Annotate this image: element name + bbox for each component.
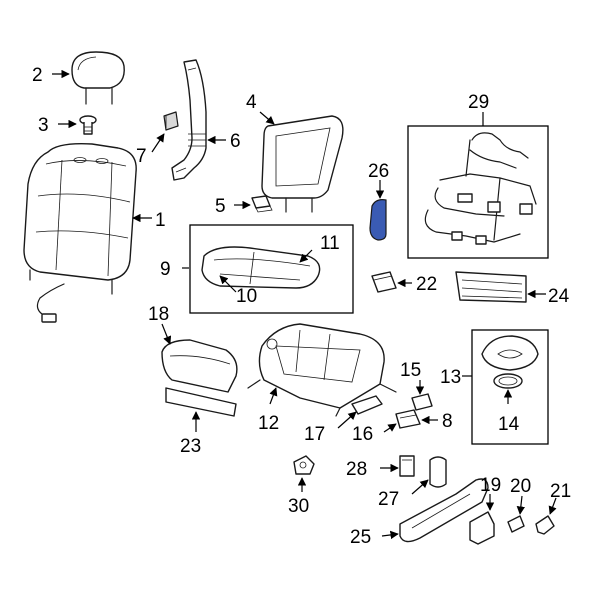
callout-25: 25 [350, 527, 371, 548]
part-26-cover [369, 199, 387, 241]
callout-7: 7 [136, 146, 147, 167]
leader-20 [516, 495, 526, 515]
callout-24: 24 [548, 286, 570, 307]
part-27-knob [429, 456, 447, 488]
part-2-headrest [71, 51, 125, 105]
callout-27: 27 [378, 489, 399, 510]
leader-25 [381, 530, 399, 540]
leader-4 [259, 111, 275, 125]
part-16-switch [395, 409, 421, 429]
callout-14: 14 [498, 414, 520, 435]
part-12-cushion-frame [247, 323, 397, 417]
callout-5: 5 [215, 196, 226, 217]
part-10-cushion-pad [201, 246, 321, 289]
callout-16: 16 [352, 424, 373, 445]
part-28-knob [399, 455, 415, 477]
callout-2: 2 [32, 65, 43, 86]
part-20-cover [507, 515, 525, 533]
leader-18 [161, 323, 172, 345]
part-6-belt-guide [171, 59, 207, 181]
part-4-back-panel [261, 115, 344, 213]
part-22-module [371, 271, 397, 293]
callout-15: 15 [400, 360, 421, 381]
leader-27 [411, 479, 429, 495]
callout-26: 26 [368, 161, 389, 182]
part-19-cover [469, 511, 495, 545]
part-13-switch-knob [481, 335, 539, 371]
part-14-ring [493, 373, 523, 389]
part-29-wire-harness [424, 132, 537, 245]
part-17-bracket [351, 395, 383, 415]
leader-11 [299, 249, 313, 263]
part-1-seat-back [23, 142, 137, 323]
callout-4: 4 [246, 92, 257, 113]
leader-7 [151, 133, 165, 153]
part-15-cover [411, 393, 433, 411]
callout-1: 1 [155, 210, 166, 231]
leader-17 [337, 411, 357, 429]
part-5-block [251, 195, 273, 213]
group-13-frame [471, 329, 549, 445]
group-9-frame [189, 224, 354, 314]
part-25-side-shield [399, 478, 489, 543]
group-29-frame [407, 125, 549, 259]
callout-11: 11 [320, 233, 340, 254]
callout-19: 19 [480, 475, 501, 496]
callout-13: 13 [440, 367, 461, 388]
leader-16 [383, 423, 397, 433]
callout-22: 22 [416, 274, 437, 295]
leader-10 [219, 275, 237, 293]
part-21-cover [535, 515, 555, 535]
callout-6: 6 [230, 131, 241, 152]
callout-8: 8 [442, 411, 453, 432]
callout-17: 17 [304, 424, 325, 445]
leader-21 [548, 497, 557, 515]
callout-9: 9 [160, 259, 171, 280]
leader-12 [269, 387, 278, 405]
callout-3: 3 [38, 115, 49, 136]
callout-30: 30 [288, 496, 309, 517]
part-18-side-trim [161, 339, 238, 393]
callout-28: 28 [346, 459, 367, 480]
callout-12: 12 [258, 413, 279, 434]
part-24-control-unit [455, 271, 527, 303]
callout-18: 18 [148, 304, 169, 325]
callout-10: 10 [236, 286, 257, 307]
part-30-clip [293, 455, 315, 475]
part-26-highlight [369, 199, 387, 241]
callout-23: 23 [180, 436, 201, 457]
part-3-bolt [79, 115, 97, 135]
callout-29: 29 [468, 92, 489, 113]
callout-21: 21 [550, 481, 571, 502]
callout-20: 20 [510, 476, 531, 497]
part-23-trim-strip [165, 387, 237, 417]
part-7-clip [163, 111, 179, 131]
